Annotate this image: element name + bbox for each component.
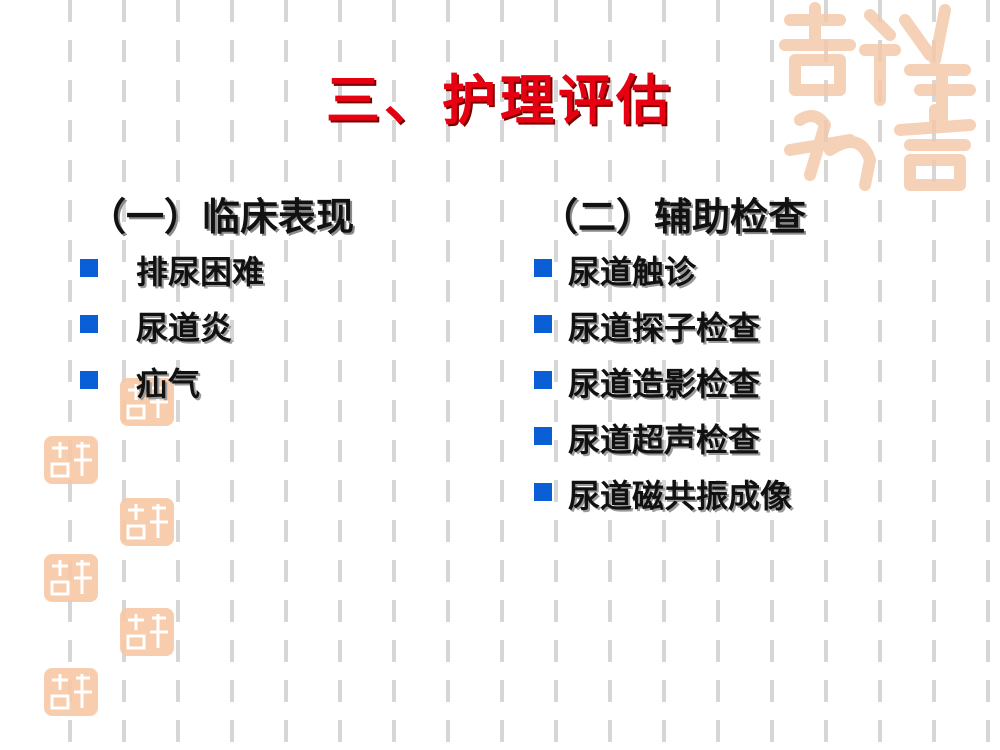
list-item: 尿道超声检查	[534, 412, 954, 468]
list-item-label: 尿道超声检查	[568, 421, 761, 459]
list-item-label: 尿道探子检查	[568, 309, 761, 347]
list-item: 排尿困难	[80, 244, 440, 300]
seal-stamp-icon	[120, 498, 174, 546]
grid-line	[608, 0, 612, 750]
square-bullet-icon	[80, 259, 98, 277]
square-bullet-icon	[534, 483, 552, 501]
square-bullet-icon	[534, 427, 552, 445]
list-item: 尿道造影检查	[534, 356, 954, 412]
seal-stamp-icon	[120, 378, 174, 426]
seal-stamp-icon	[44, 554, 98, 602]
list-item-label: 尿道造影检查	[568, 365, 761, 403]
list-item-label: 尿道炎	[136, 309, 233, 347]
list-item: 尿道磁共振成像	[534, 468, 954, 524]
list-item-label: 排尿困难	[136, 253, 265, 291]
seal-stamp-icon	[44, 436, 98, 484]
list-item-label: 疝气	[136, 365, 201, 403]
grid-line	[662, 0, 666, 750]
slide-title: 三、护理评估	[326, 69, 674, 132]
grid-line	[824, 0, 828, 750]
list-item: 尿道触诊	[534, 244, 954, 300]
list-item: 尿道炎	[80, 300, 440, 356]
grid-line	[554, 0, 558, 750]
grid-line	[986, 0, 990, 750]
grid-line	[68, 0, 72, 750]
list-item-label: 尿道磁共振成像	[568, 477, 793, 515]
list-item-label: 尿道触诊	[568, 253, 697, 291]
grid-line	[176, 0, 180, 750]
grid-line	[500, 0, 504, 750]
list-item: 尿道探子检查	[534, 300, 954, 356]
grid-line	[446, 0, 450, 750]
grid-line	[878, 0, 882, 750]
grid-line	[284, 0, 288, 750]
right-column-heading: （二）辅助检查	[540, 195, 807, 239]
grid-line	[338, 0, 342, 750]
square-bullet-icon	[534, 371, 552, 389]
square-bullet-icon	[80, 315, 98, 333]
left-column-heading: （一）临床表现	[88, 195, 355, 239]
grid-line	[392, 0, 396, 750]
grid-line	[122, 0, 126, 750]
square-bullet-icon	[534, 315, 552, 333]
auxiliary-exams-list: 尿道触诊 尿道探子检查 尿道造影检查 尿道超声检查 尿道磁共振成像	[534, 244, 954, 524]
seal-stamp-icon	[44, 668, 98, 716]
grid-line	[932, 0, 936, 750]
clinical-signs-list: 排尿困难 尿道炎 疝气	[80, 244, 440, 412]
list-item: 疝气	[80, 356, 440, 412]
grid-line	[230, 0, 234, 750]
grid-line	[716, 0, 720, 750]
square-bullet-icon	[534, 259, 552, 277]
calligraphy-watermark	[770, 0, 1000, 200]
square-bullet-icon	[80, 371, 98, 389]
seal-stamp-icon	[120, 608, 174, 656]
grid-line	[770, 0, 774, 750]
